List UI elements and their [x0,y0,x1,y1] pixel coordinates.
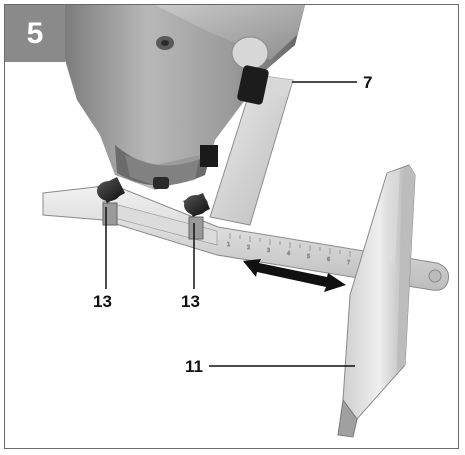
jigsaw-body [63,5,305,190]
double-headed-arrow-icon [243,259,346,292]
callout-13-left: 13 [93,292,112,311]
scale-tick-label: 4 [287,251,290,257]
figure-frame: 5 [4,4,459,449]
callout-13-right: 13 [181,292,200,311]
jigsaw-parallel-guide-illustration: 1 2 3 4 5 6 7 [42,5,449,438]
scale-tick-label: 6 [327,257,330,263]
base-plate [209,65,294,226]
callout-7: 7 [363,73,373,92]
scale-tick-label: 1 [227,242,230,248]
scale-tick-label: 3 [267,248,270,254]
scale-ticks: 1 2 3 4 5 6 7 [227,233,351,266]
scale-tick-label: 2 [247,245,250,251]
scale-tick-label: 7 [347,260,350,266]
callout-11: 11 [185,357,203,376]
figure-number-badge: 5 [5,5,65,62]
clamp-knob-right [183,193,210,240]
scale-tick-label: 5 [307,254,310,260]
leader-lines [105,81,357,367]
guide-fence [337,164,416,438]
